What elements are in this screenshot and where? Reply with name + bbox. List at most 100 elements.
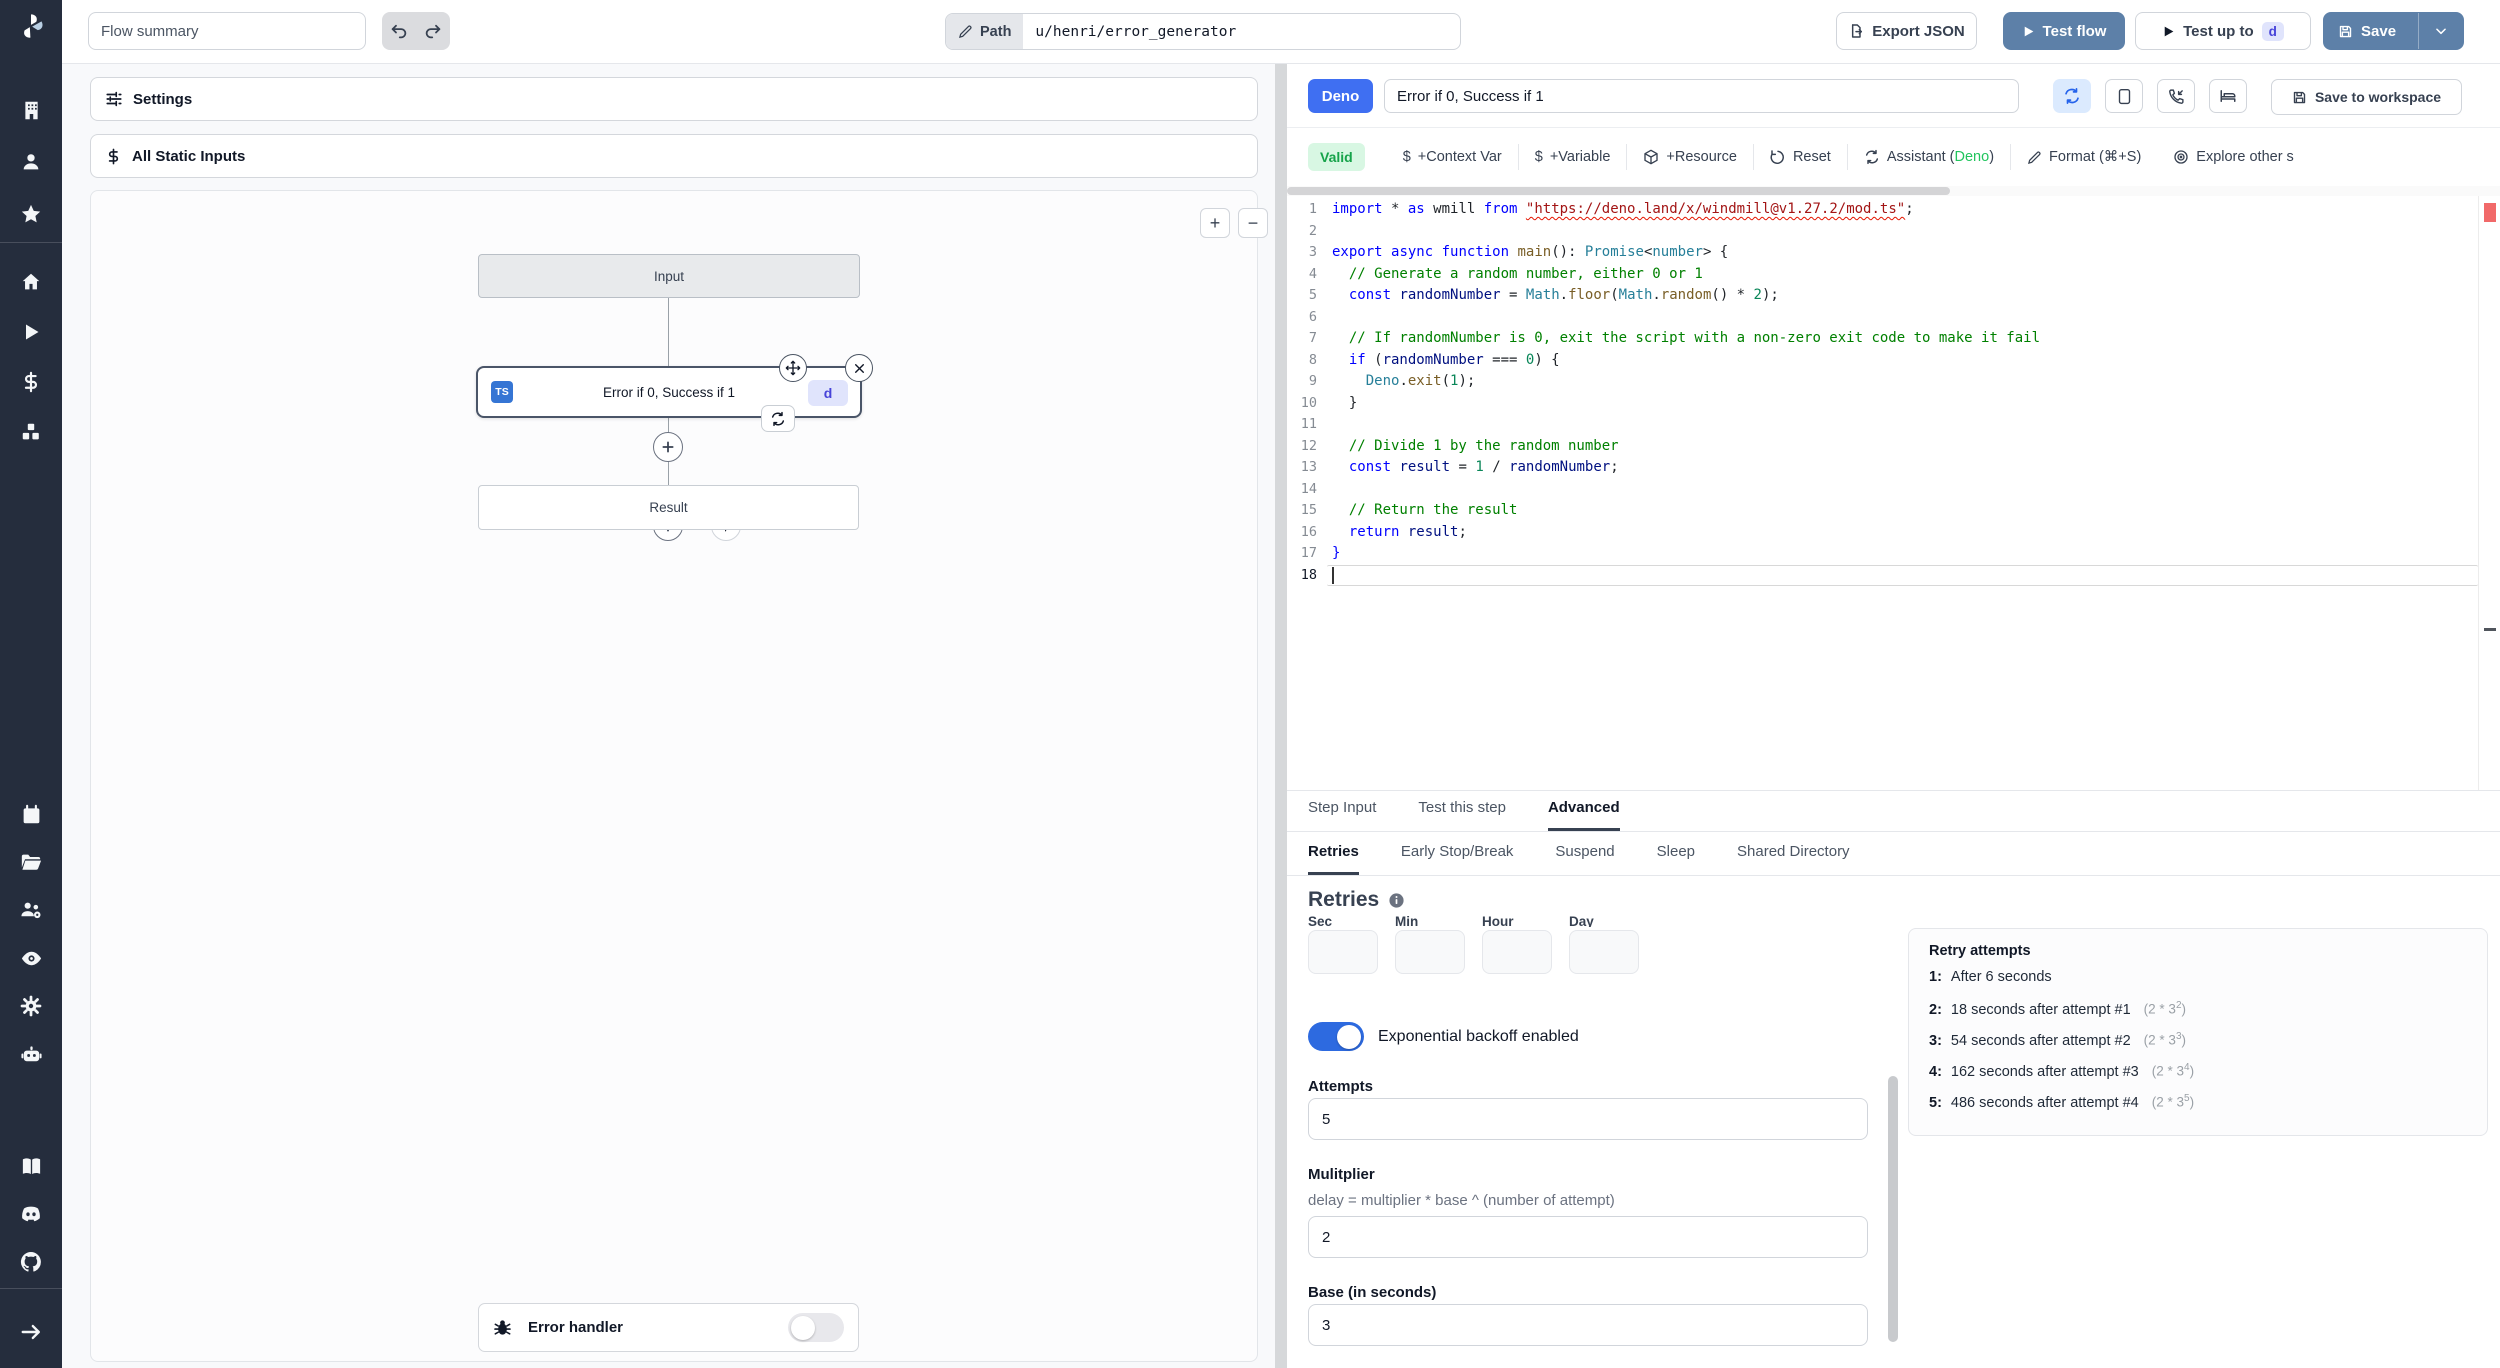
editor-code[interactable]: import * as wmill from "https://deno.lan… [1327,199,2478,586]
docs-book-icon[interactable] [17,1152,45,1180]
redo-button[interactable] [416,12,450,50]
sleep-button[interactable] [2209,79,2247,113]
delete-step-button[interactable] [845,354,873,382]
audit-eye-icon[interactable] [17,944,45,972]
editor-overview-ruler[interactable] [2478,196,2500,790]
zoom-out-button[interactable]: − [1238,208,1268,238]
step-node[interactable]: TS Error if 0, Success if 1 d [476,366,862,418]
exponential-backoff-row: Exponential backoff enabled [1308,1022,1579,1051]
settings-gear-icon[interactable] [17,992,45,1020]
undo-circle-icon [1770,149,1786,165]
close-icon [853,362,866,375]
resources-cubes-icon[interactable] [17,418,45,446]
multiplier-input[interactable] [1308,1216,1868,1258]
base-input[interactable] [1308,1304,1868,1346]
reset-button[interactable]: Reset [1754,149,1847,165]
user-icon[interactable] [17,148,45,176]
windmill-logo-icon[interactable] [17,12,45,40]
add-variable-button[interactable]: $+Variable [1534,149,1611,165]
step-tab[interactable]: Test this step [1418,799,1506,816]
step-name-input[interactable] [1384,79,2019,113]
panel-splitter[interactable] [1275,64,1287,1368]
retry-attempts-title: Retry attempts [1929,943,2031,959]
retry-badge-button[interactable] [761,405,795,432]
expand-arrow-icon[interactable] [17,1318,45,1346]
favorites-star-icon[interactable] [17,200,45,228]
explore-hub-button[interactable]: Explore other s [2157,149,2310,165]
flow-summary-input[interactable] [88,12,366,50]
discord-icon[interactable] [17,1200,45,1228]
step-id-badge: d [808,380,848,406]
path-value-input[interactable]: u/henri/error_generator [1035,23,1237,40]
retry-attempt-row: 3:54 seconds after attempt #2(2 * 33) [1929,1031,2186,1049]
ai-robot-icon[interactable] [17,1040,45,1068]
variables-dollar-icon[interactable] [17,368,45,396]
play-icon [2162,25,2175,38]
flow-settings-button[interactable]: Settings [90,77,1258,121]
step-tab[interactable]: Step Input [1308,799,1377,816]
add-step-button-bottom[interactable] [653,432,683,462]
add-resource-button[interactable]: +Resource [1627,149,1753,165]
retry-delay-inputs: Sec Min Hour Day [1308,912,1639,974]
workspace-building-icon[interactable] [17,96,45,124]
exponential-backoff-toggle[interactable] [1308,1022,1364,1051]
language-badge: Deno [1308,79,1373,113]
add-context-var-button[interactable]: $+Context Var [1402,149,1502,165]
move-step-button[interactable] [779,354,807,382]
home-icon[interactable] [17,268,45,296]
retries-toggle-button[interactable] [2053,79,2091,113]
info-icon[interactable] [1388,892,1405,909]
zoom-in-button[interactable]: + [1200,208,1230,238]
test-flow-button[interactable]: Test flow [2003,12,2125,50]
dollar-icon [105,148,122,165]
save-icon [2292,90,2307,105]
export-json-button[interactable]: Export JSON [1836,12,1977,50]
format-button[interactable]: Format (⌘+S) [2011,149,2157,165]
attempts-label: Attempts [1308,1078,1374,1095]
retry-attempt-row: 1:After 6 seconds [1929,969,2052,985]
time-unit-label: Min [1395,914,1419,927]
groups-users-gear-icon[interactable] [17,896,45,924]
time-unit-input[interactable] [1569,930,1639,974]
bug-icon [493,1318,512,1337]
toolbar-scrollbar[interactable] [1287,186,2500,196]
bed-icon [2219,87,2237,105]
all-static-inputs-button[interactable]: All Static Inputs [90,134,1258,178]
assistant-button[interactable]: Assistant (Deno) [1848,149,2010,165]
test-up-to-button[interactable]: Test up to d [2135,12,2311,50]
advanced-tab[interactable]: Suspend [1555,843,1615,860]
time-unit-input[interactable] [1308,930,1378,974]
save-button[interactable]: Save [2324,13,2410,49]
suspend-button[interactable] [2157,79,2195,113]
retries-title: Retries [1308,888,1405,912]
early-stop-button[interactable] [2105,79,2143,113]
time-unit-input[interactable] [1395,930,1465,974]
github-icon[interactable] [17,1248,45,1276]
input-node[interactable]: Input [478,254,860,298]
attempts-input[interactable] [1308,1098,1868,1140]
advanced-tab[interactable]: Early Stop/Break [1400,843,1514,860]
retries-scrollbar[interactable] [1888,1076,1898,1342]
folders-icon[interactable] [17,848,45,876]
error-handler-toggle[interactable] [788,1313,844,1342]
toolbar-divider [1846,144,1848,170]
pen-icon [2027,150,2042,165]
toolbar-divider [1752,144,1754,170]
flow-canvas[interactable]: + − Input TS Error if 0, Success if 1 d [90,190,1268,1362]
save-dropdown-button[interactable] [2418,13,2463,49]
save-to-workspace-button[interactable]: Save to workspace [2271,79,2462,115]
path-edit-button[interactable]: Path [946,14,1024,49]
runs-play-icon[interactable] [17,318,45,346]
advanced-tab[interactable]: Retries [1308,843,1359,875]
sliders-icon [105,90,123,108]
time-unit-input[interactable] [1482,930,1552,974]
result-node[interactable]: Result [478,485,859,530]
dollar-icon: $ [1402,149,1411,165]
advanced-tab[interactable]: Sleep [1656,843,1696,860]
step-tab[interactable]: Advanced [1547,799,1620,831]
undo-button[interactable] [382,12,416,50]
advanced-tab[interactable]: Shared Directory [1737,843,1850,860]
play-icon [2022,25,2035,38]
schedules-calendar-icon[interactable] [17,800,45,828]
